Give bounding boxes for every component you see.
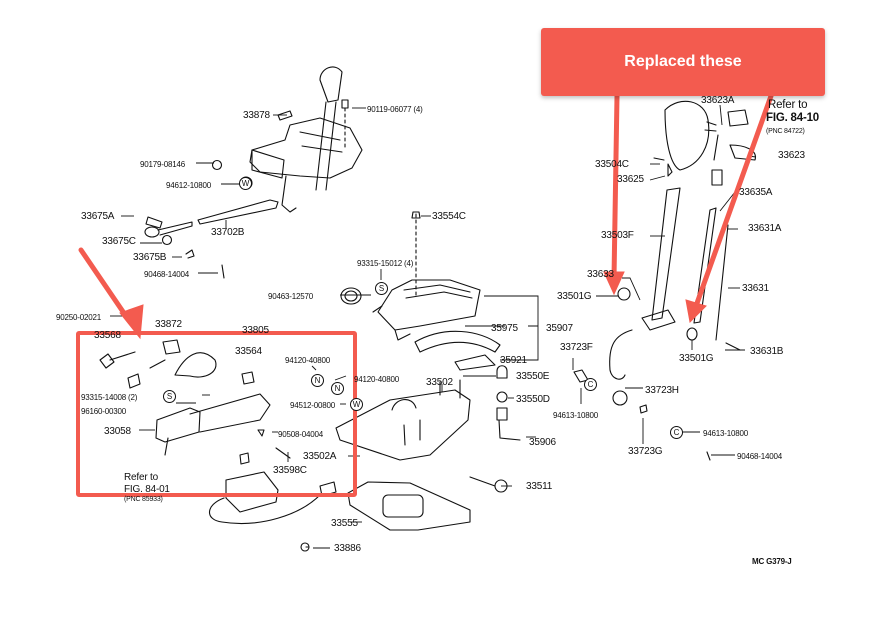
washer-symbol-w: W: [239, 177, 252, 190]
arrow-right: [693, 93, 774, 309]
part-label: 94613-10800: [553, 411, 598, 420]
leader-lines: [110, 104, 757, 549]
shifter-housing-drawing: [249, 99, 363, 213]
part-label: 33504C: [595, 159, 629, 170]
screw-symbol-s: S: [163, 390, 176, 403]
part-label: 33675B: [133, 252, 167, 263]
part-label: 33555: [331, 518, 358, 529]
part-label: 33550D: [516, 394, 550, 405]
part-label: 93315-14008 (2): [81, 393, 138, 402]
part-label: 33625: [617, 174, 644, 185]
part-label: 35906: [529, 437, 556, 448]
part-label: 90179-08146: [140, 160, 185, 169]
part-label: 33723G: [628, 446, 663, 457]
figure-code: MC G379-J: [752, 557, 792, 566]
part-label: 33872: [155, 319, 182, 330]
washer-symbol-w: W: [350, 398, 363, 411]
callout-text: Replaced these: [624, 53, 742, 70]
part-label: 96160-00300: [81, 407, 126, 416]
part-label: 33805: [242, 325, 269, 336]
part-label: 94613-10800: [703, 429, 748, 438]
shift-lever-assembly-drawing: [573, 100, 756, 461]
part-label: 90508-04004: [278, 430, 323, 439]
part-label: 33503F: [601, 230, 634, 241]
part-label: 94120-40800: [285, 356, 330, 365]
arrow-middle: [611, 93, 620, 281]
base-plate-drawing: [335, 379, 471, 461]
part-label: 33058: [104, 426, 131, 437]
part-label: 33631B: [750, 346, 784, 357]
part-label: 33501G: [557, 291, 592, 302]
part-label: 33631: [742, 283, 769, 294]
shift-knob-drawing: [315, 66, 343, 191]
screw-symbol-s: S: [375, 282, 388, 295]
part-label: 33886: [334, 543, 361, 554]
annotation-arrows: [78, 93, 774, 340]
part-label: 33723F: [560, 342, 593, 353]
part-label: 33633: [587, 269, 614, 280]
part-label: 33723H: [645, 385, 679, 396]
part-label: 33623A: [701, 95, 735, 106]
part-label: 94512-00800: [290, 401, 335, 410]
part-label: 33502A: [303, 451, 337, 462]
shift-cover-drawing: [340, 211, 501, 371]
part-label: 90463-12570: [268, 292, 313, 301]
part-label: 33501G: [679, 353, 714, 364]
part-label: 90119-06077 (4): [367, 105, 423, 114]
ref-fig-84-01-pnc: (PNC 85933): [124, 496, 163, 503]
part-label: 90250-02021: [56, 313, 101, 322]
part-label: 33675A: [81, 211, 115, 222]
part-label: 33502: [426, 377, 453, 388]
part-label: 33623: [778, 150, 805, 161]
arrow-left: [78, 247, 133, 325]
part-label: 35975: [491, 323, 518, 334]
annotation-callout: Replaced these: [541, 28, 825, 96]
part-label: 33635A: [739, 187, 773, 198]
ref-fig-84-10-line1: Refer to: [768, 99, 808, 111]
part-label: 33702B: [211, 227, 245, 238]
part-label: 94120-40800: [354, 375, 399, 384]
part-label: 33568: [94, 330, 121, 341]
part-label: 35907: [546, 323, 573, 334]
harness-connector-drawing: [208, 452, 337, 525]
part-label: 33511: [526, 481, 553, 492]
part-label: 33554C: [432, 211, 466, 222]
highlight-box: [76, 331, 357, 497]
arrow-left-head: [119, 304, 144, 340]
neutral-switch-drawing: [99, 339, 291, 459]
part-label: 35921: [500, 355, 527, 366]
ref-fig-84-01-line2: FIG. 84-01: [124, 484, 170, 495]
clip-symbol-c: C: [584, 378, 597, 391]
part-label: 94612-10800: [166, 181, 211, 190]
ref-fig-84-10-pnc: (PNC 84722): [766, 128, 805, 135]
part-label: 33598C: [273, 465, 307, 476]
part-label: 33878: [243, 110, 270, 121]
part-label: 90468-14004: [144, 270, 189, 279]
ref-fig-84-10-line2: FIG. 84-10: [766, 112, 819, 124]
nut-symbol-n: N: [331, 382, 344, 395]
arrow-right-head: [685, 299, 707, 324]
arrow-middle-head: [603, 271, 625, 296]
part-label: 33550E: [516, 371, 550, 382]
part-label: 90468-14004: [737, 452, 782, 461]
part-label: 33564: [235, 346, 262, 357]
part-label: 33675C: [102, 236, 136, 247]
part-label: 33631A: [748, 223, 782, 234]
part-label: 93315-15012 (4): [357, 259, 414, 268]
ref-fig-84-01-line1: Refer to: [124, 472, 158, 483]
clip-symbol-c: C: [670, 426, 683, 439]
nut-symbol-n: N: [311, 374, 324, 387]
